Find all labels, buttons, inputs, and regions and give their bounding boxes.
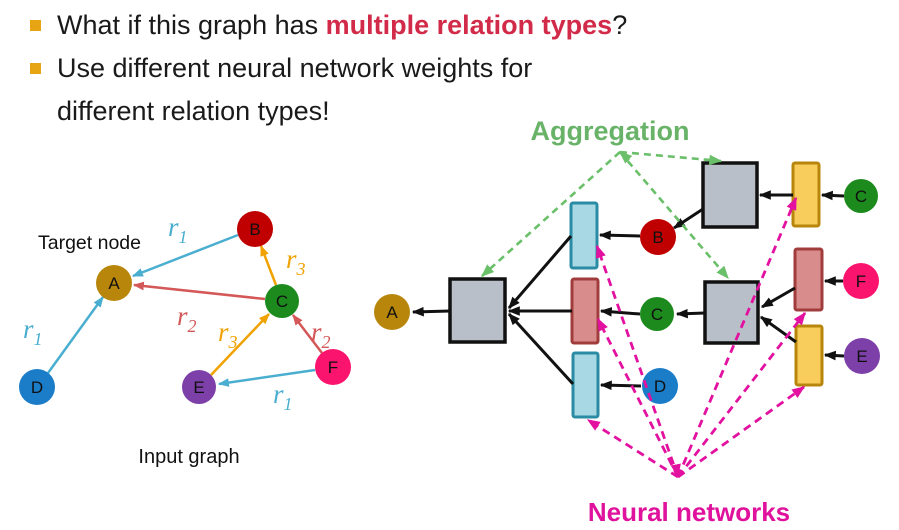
input-graph-diagram: r1 r1 r2 r3 r3 r2 r1 A B C D E F Target … <box>19 211 351 468</box>
bullet-list: What if this graph has multiple relation… <box>30 8 690 137</box>
nn-arrow-to-r1top <box>595 244 680 478</box>
bullet-2-text-line2: different relation types! <box>57 96 330 127</box>
input-node-A <box>96 265 132 301</box>
nn-arrow-to-r2right <box>676 311 807 478</box>
input-node-F-label: F <box>328 358 338 377</box>
aggregation-box-A <box>448 277 507 344</box>
comp-node-C-mid <box>640 297 674 331</box>
aggregation-label: Aggregation <box>531 116 690 146</box>
nn-box-r2-mid <box>570 277 600 345</box>
input-node-A-label: A <box>108 274 120 293</box>
bullet-marker-icon <box>30 63 41 75</box>
comp-node-C-right <box>844 179 878 213</box>
nn-arrow-to-r1bottom <box>586 418 679 479</box>
nn-box-r1-top <box>569 201 599 270</box>
edge-label-r3-CB: r3 <box>286 244 306 279</box>
comp-node-E <box>844 338 880 374</box>
comp-node-F-label: F <box>856 272 866 291</box>
arrow-nnr1top-to-boxA <box>507 235 573 309</box>
nn-box-r1-bottom <box>571 351 600 419</box>
input-node-C-label: C <box>276 292 288 311</box>
bullet-1-post: ? <box>612 10 628 40</box>
edge-label-r1-DA: r1 <box>23 314 43 349</box>
arrow-boxB-to-B <box>672 207 704 230</box>
arrow-nnr3bot-to-boxC <box>760 315 797 344</box>
nn-arrow-to-r3topright <box>676 196 798 478</box>
bullet-item-1: What if this graph has multiple relation… <box>30 8 690 43</box>
input-edge-C-B <box>259 244 278 286</box>
nn-arrow-vertex-head <box>670 463 681 478</box>
bullet-2-text: Use different neural network weights for <box>57 53 533 84</box>
input-node-C <box>265 284 299 318</box>
bullet-1-pre: What if this graph has <box>57 10 326 40</box>
nn-box-r3-bottomright <box>794 324 824 387</box>
input-node-D-label: D <box>31 378 43 397</box>
input-edge-D-A <box>46 296 105 374</box>
comp-node-A-label: A <box>386 303 398 322</box>
comp-node-C-mid-label: C <box>651 305 663 324</box>
bullet-item-2: Use different neural network weights for <box>30 51 690 86</box>
comp-node-C-right-label: C <box>855 187 867 206</box>
input-edge-F-C <box>292 314 323 354</box>
target-node-label: Target node <box>38 232 141 254</box>
comp-node-B-label: B <box>652 228 663 247</box>
comp-node-D <box>642 368 678 404</box>
input-node-B-label: B <box>249 220 260 239</box>
arrow-E-to-nnr3bot <box>823 350 845 361</box>
arrow-boxA-to-A <box>411 306 451 317</box>
input-edge-F-E <box>217 368 316 387</box>
input-edge-B-A <box>131 233 239 278</box>
input-node-E <box>182 370 216 404</box>
aggregation-arrow-to-boxA <box>481 151 621 277</box>
arrow-nnr2right-to-boxC <box>760 286 796 309</box>
arrow-nnr1bot-to-boxA <box>507 312 575 386</box>
aggregation-arrow-to-boxB <box>619 150 723 166</box>
edge-label-r2-FC: r2 <box>311 317 331 352</box>
input-edge-E-C <box>210 313 270 376</box>
comp-node-D-label: D <box>654 377 666 396</box>
neural-network-arrows <box>586 196 807 479</box>
bullet-1-text: What if this graph has multiple relation… <box>57 8 627 43</box>
aggregation-box-C <box>703 280 760 345</box>
edge-label-r1-BA: r1 <box>168 212 188 247</box>
comp-node-A <box>374 294 410 330</box>
bullet-item-2-continued: different relation types! <box>57 94 690 129</box>
neural-networks-label: Neural networks <box>588 497 790 527</box>
nn-box-r3-topright <box>791 161 821 228</box>
comp-node-B <box>640 219 676 255</box>
arrow-boxC-to-C <box>675 308 706 319</box>
input-node-B <box>237 211 273 247</box>
bullet-marker-icon <box>30 20 41 31</box>
arrow-C-to-nnr2mid <box>599 307 641 317</box>
arrow-Cright-to-nnr3top <box>820 190 845 201</box>
computation-graph-diagram: A B C D C F E Aggregation <box>374 116 880 527</box>
nn-arrow-to-r2mid <box>596 317 680 478</box>
arrow-B-to-nnr1top <box>598 230 641 241</box>
input-graph-caption: Input graph <box>138 446 239 468</box>
input-edge-C-A <box>132 281 266 301</box>
bullet-1-highlight: multiple relation types <box>325 10 613 40</box>
edge-label-r1-FE: r1 <box>273 379 293 414</box>
comp-node-E-label: E <box>856 347 867 366</box>
aggregation-arrow-to-boxC <box>619 151 729 279</box>
input-node-F <box>315 349 351 385</box>
aggregation-arrow-vertex-head <box>619 151 633 164</box>
comp-node-F <box>843 263 879 299</box>
aggregation-arrows <box>481 150 729 279</box>
input-node-D <box>19 369 55 405</box>
edge-label-r2-CA: r2 <box>177 301 197 336</box>
input-node-E-label: E <box>193 378 204 397</box>
arrow-D-to-nnr1bot <box>599 380 642 391</box>
edge-label-r3-EC: r3 <box>218 317 238 352</box>
aggregation-box-B <box>701 161 759 229</box>
nn-arrow-to-r3bottomright <box>677 385 806 479</box>
nn-box-r2-right <box>793 247 824 312</box>
